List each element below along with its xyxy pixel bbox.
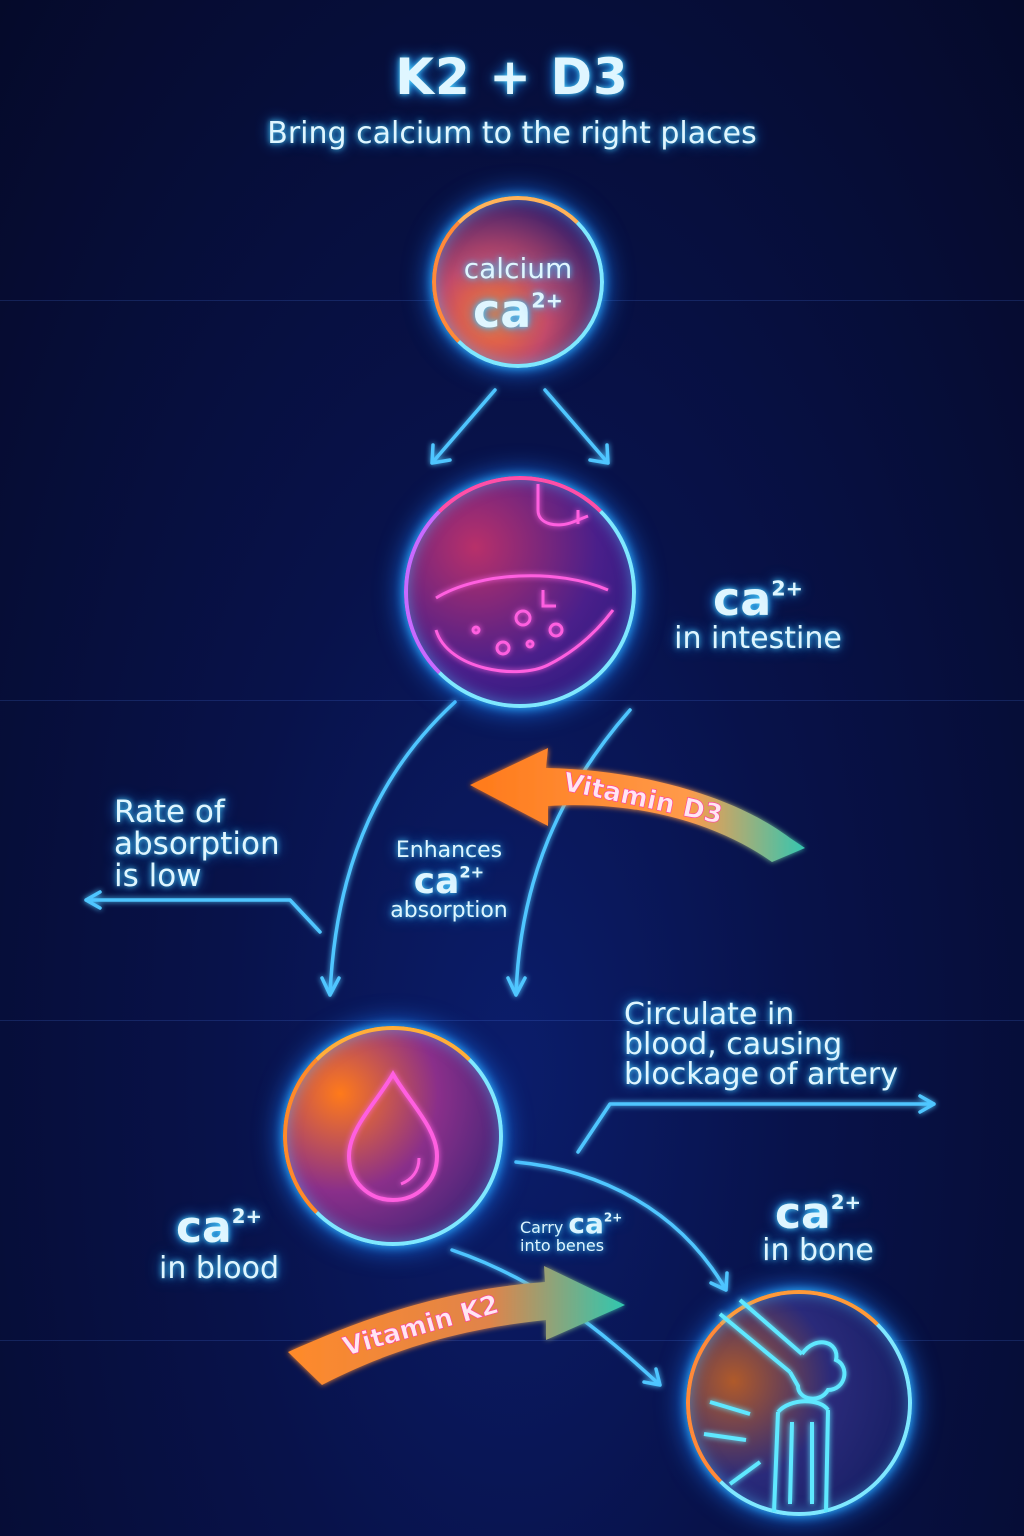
bone-symbol: ca2+	[774, 1188, 862, 1239]
blood-symbol: ca2+	[175, 1202, 263, 1253]
calcium-symbol: ca2+	[472, 284, 564, 338]
arrow-calcium-left	[430, 388, 497, 465]
scan-line	[0, 1020, 1024, 1021]
arrow-low-absorption	[84, 890, 322, 934]
enhances-symbol: ca2+	[413, 861, 485, 902]
vitamin-d3-arrow	[470, 748, 805, 862]
low-absorption-line: absorption	[114, 826, 280, 862]
low-absorption-text: Rate of absorption is low	[114, 796, 280, 892]
page-title: K2 + D3	[395, 48, 629, 106]
arrow-intestine-right	[506, 708, 632, 997]
blood-node	[283, 1026, 503, 1246]
bone-joint-icon	[703, 1298, 847, 1512]
vitamin-d3-label: Vitamin D3	[561, 768, 725, 831]
bone-node	[686, 1290, 912, 1516]
intestine-label-group: ca2+ in intestine	[658, 576, 858, 654]
blood-label-group: ca2+ in blood	[146, 1206, 292, 1284]
low-absorption-line: is low	[114, 858, 202, 894]
arrow-blood-bone	[514, 1160, 729, 1292]
blood-drop-icon	[346, 1069, 440, 1203]
low-absorption-line: Rate of	[114, 794, 225, 830]
bone-label-group: ca2+ in bone	[748, 1192, 888, 1266]
bone-label: in bone	[762, 1233, 874, 1268]
arrow-circulate	[576, 1094, 936, 1154]
arrow-intestine-left	[320, 700, 457, 997]
circulate-line: blood, causing	[624, 1027, 843, 1062]
enhances-line: absorption	[390, 898, 508, 923]
circulate-text: Circulate in blood, causing blockage of …	[624, 1000, 898, 1090]
enhances-line: Enhances	[395, 838, 503, 863]
blood-label: in blood	[158, 1251, 279, 1286]
enhances-text: Enhances ca2+ absorption	[374, 840, 524, 922]
calcium-node: calcium ca2+	[432, 196, 604, 368]
carry-line: into benes	[520, 1236, 605, 1255]
circulate-line: blockage of artery	[624, 1057, 898, 1092]
vitamin-k2-arrow	[288, 1266, 625, 1385]
intestine-symbol: ca2+	[712, 572, 804, 626]
arrow-calcium-right	[543, 388, 610, 465]
intestine-label: in intestine	[674, 621, 842, 656]
circulate-line: Circulate in	[624, 997, 795, 1032]
intestine-node	[404, 476, 636, 708]
scan-line	[0, 1340, 1024, 1341]
page-subtitle: Bring calcium to the right places	[267, 116, 757, 151]
carry-text: Carry ca2+ into benes	[520, 1210, 622, 1254]
carry-line: Carry ca2+	[520, 1207, 623, 1240]
calcium-label: calcium	[463, 252, 573, 285]
stomach-icon	[434, 484, 615, 674]
